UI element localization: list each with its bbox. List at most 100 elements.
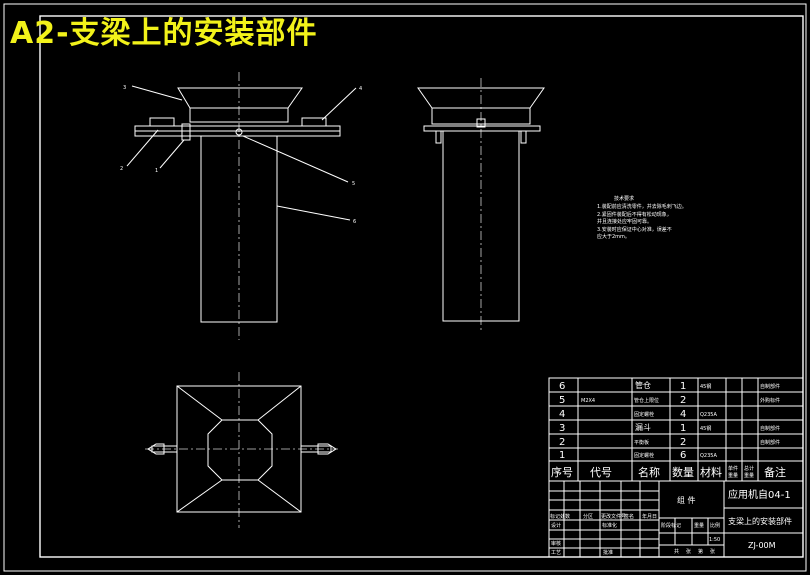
corner-line-bl <box>176 479 223 513</box>
top-view <box>145 372 338 528</box>
tb-weight-label: 重量 <box>694 522 704 529</box>
bom-header-no: 序号 <box>551 465 573 479</box>
tb-design-label: 设计 <box>551 522 561 529</box>
drawing-title: A2-支梁上的安装部件 <box>10 16 318 51</box>
leader-6 <box>276 205 351 221</box>
tb-rev-zone: 分区 <box>583 513 593 520</box>
bom-row6-name: 管仓 <box>635 380 651 390</box>
side-tube <box>442 130 520 322</box>
pin-center <box>235 128 243 136</box>
leader-5 <box>242 135 349 183</box>
bom-row5-no: 5 <box>559 395 565 406</box>
tech-note-line-5: 应大于2mm。 <box>597 233 630 240</box>
bolt-head-right <box>317 443 337 455</box>
tb-rev-doc: 更改文件号 <box>601 513 626 520</box>
front-view <box>126 72 357 340</box>
leader-1 <box>159 139 185 169</box>
tb-rev-mark: 标记处数 <box>550 513 570 520</box>
tech-notes-heading: 技术要求 <box>614 195 634 202</box>
bom-row5-note: 外购标件 <box>760 397 780 404</box>
tb-sheet-no-b: 张 <box>710 548 715 555</box>
tb-standard-label: 标准化 <box>602 522 617 529</box>
bom-row3-material: 45钢 <box>700 425 711 432</box>
bom-row4-qty: 4 <box>680 409 686 420</box>
bom-header-name: 名称 <box>638 465 660 479</box>
tb-sheet-total-a: 共 <box>674 548 679 555</box>
silo-tube <box>200 135 278 323</box>
bom-row2-note: 自制部件 <box>760 439 780 446</box>
corner-line-br <box>257 479 302 513</box>
bom-row2-name: 平衡板 <box>634 439 649 446</box>
corner-line-tr <box>257 385 302 421</box>
bom-row1-no: 1 <box>559 450 565 461</box>
top-outlet-octagon <box>207 419 273 481</box>
leader-2 <box>126 129 159 167</box>
tech-note-line-3: 并且连接处应牢固可靠。 <box>597 218 652 225</box>
tech-note-line-2: 2.紧固件装配后不得有松动现象， <box>597 211 672 218</box>
title-block-outline <box>548 480 804 558</box>
bom-row5-code: M2X4 <box>581 398 595 404</box>
bom-row6-material: 45钢 <box>700 383 711 390</box>
tb-school-code: 应用机自04-1 <box>728 488 791 501</box>
tb-assembly-label: 组 件 <box>677 495 696 505</box>
bom-row5-name: 管仓上限位 <box>634 397 659 404</box>
bom-row6-note: 自制部件 <box>760 383 780 390</box>
bom-header-code: 代号 <box>590 466 612 479</box>
tb-drawing-name: 支梁上的安装部件 <box>728 516 792 526</box>
tb-drawing-no: ZJ-00M <box>748 541 776 550</box>
bracket-left <box>181 123 191 141</box>
bom-row4-name: 固定螺栓 <box>634 411 654 418</box>
bom-row4-material: Q235A <box>700 412 717 418</box>
bom-header-qty: 数量 <box>672 466 694 479</box>
callout-3: 3 <box>123 85 126 91</box>
callout-6: 6 <box>353 219 356 225</box>
bom-row1-qty: 6 <box>680 450 686 461</box>
bom-header-weight-2: 重量 <box>744 472 754 479</box>
bom-row3-note: 自制部件 <box>760 425 780 432</box>
bom-header-weight-1: 重量 <box>728 472 738 479</box>
tb-review-label: 审核 <box>551 540 561 547</box>
side-view <box>417 78 545 330</box>
side-pin <box>476 118 486 128</box>
bom-header-unit-weight: 单件 <box>728 465 738 472</box>
leader-3 <box>131 85 183 101</box>
bom-row5-qty: 2 <box>680 395 686 406</box>
bolt-block-left <box>149 117 175 127</box>
tb-sheet-no-a: 第 <box>698 548 703 555</box>
outer-border <box>3 3 807 572</box>
tb-stage-label: 阶段标记 <box>661 522 681 529</box>
callout-4: 4 <box>359 86 362 92</box>
leader-4 <box>321 87 357 121</box>
bom-row6-qty: 1 <box>680 381 686 392</box>
bom-row1-name: 固定螺栓 <box>634 452 654 459</box>
bom-header-material: 材料 <box>700 465 722 479</box>
bom-row6-no: 6 <box>559 381 565 392</box>
beam-right-stub <box>300 445 332 453</box>
tb-approve-label: 批准 <box>603 549 613 556</box>
bom-row3-qty: 1 <box>680 423 686 434</box>
bom-header-note: 备注 <box>764 465 786 479</box>
tb-scale: 1:50 <box>709 537 720 543</box>
bolt-head-left <box>147 443 165 455</box>
bom-row3-name: 漏斗 <box>635 422 651 432</box>
bom-row1-material: Q235A <box>700 453 717 459</box>
tb-sheet-total-b: 张 <box>686 548 691 555</box>
bolt-block-right <box>301 117 327 127</box>
inner-frame <box>39 15 804 558</box>
tb-ratio-label: 比例 <box>710 522 720 529</box>
callout-2: 2 <box>120 166 123 172</box>
title-block <box>548 480 804 558</box>
bom-header-total-weight: 总计 <box>744 465 754 472</box>
bom-row3-no: 3 <box>559 423 565 434</box>
bom-row2-no: 2 <box>559 437 565 448</box>
bom-row2-qty: 2 <box>680 437 686 448</box>
hopper-outline <box>177 87 303 123</box>
tb-rev-sign: 签名 <box>624 513 634 520</box>
tb-rev-date: 年月日 <box>642 513 657 520</box>
tech-note-line-1: 1.装配前应清洗零件，并去除毛刺飞边。 <box>597 203 687 210</box>
callout-5: 5 <box>352 181 355 187</box>
tb-craft-label: 工艺 <box>551 550 561 556</box>
callout-1: 1 <box>155 168 158 174</box>
corner-line-tl <box>176 385 223 421</box>
